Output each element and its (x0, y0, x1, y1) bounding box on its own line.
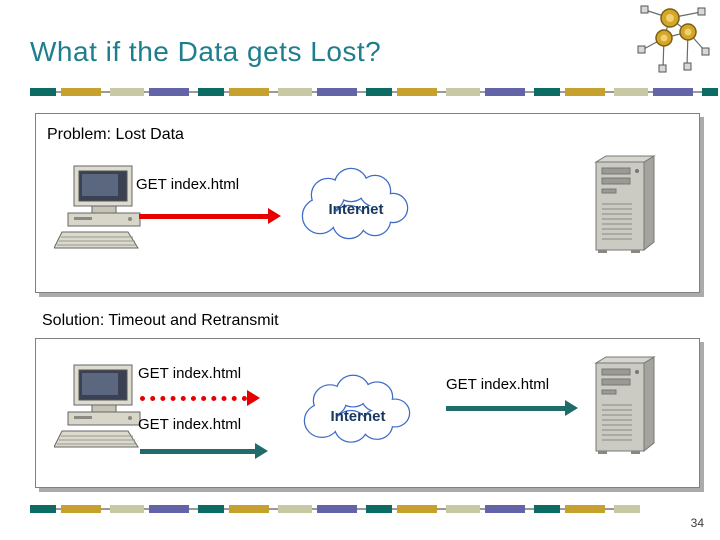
arrow-line (140, 448, 255, 454)
internet-cloud: Internet (294, 166, 418, 250)
internet-cloud-label: Internet (330, 407, 386, 425)
retransmit-request-label: GET index.html (138, 416, 242, 433)
forwarded-request-arrow (446, 400, 578, 416)
client-computer-icon (53, 162, 154, 257)
forwarded-request-label: GET index.html (446, 376, 550, 393)
problem-panel: Problem: Lost Data GET index.html (35, 113, 700, 293)
arrow-line (139, 213, 268, 219)
page-number: 34 (690, 516, 704, 530)
network-diagram-logo-icon (636, 2, 712, 78)
arrow-head (247, 390, 260, 406)
solution-panel: GET index.html GET index.html (35, 338, 700, 488)
arrow-line (140, 395, 247, 401)
problem-label: Problem: Lost Data (47, 126, 184, 143)
retransmit-arrow (140, 443, 268, 459)
internet-cloud-label: Internet (328, 200, 384, 218)
request-label: GET index.html (136, 176, 240, 193)
arrow-line (446, 405, 565, 411)
server-icon (586, 154, 666, 259)
cloud-shape-icon (301, 167, 409, 240)
internet-cloud: Internet (296, 373, 420, 457)
arrow-head (255, 443, 268, 459)
solution-label: Solution: Timeout and Retransmit (42, 312, 279, 329)
slide-title: What if the Data gets Lost? (30, 36, 382, 67)
cloud-shape-icon (303, 374, 411, 443)
client-computer-icon (53, 361, 154, 456)
bottom-divider-bar (30, 505, 640, 513)
server-icon (586, 355, 666, 460)
lost-request-label: GET index.html (138, 365, 242, 382)
lost-request-arrow (139, 208, 281, 224)
arrow-head (268, 208, 281, 224)
arrow-head (565, 400, 578, 416)
lost-request-dotted-arrow (140, 390, 260, 406)
top-divider-bar (30, 88, 718, 96)
